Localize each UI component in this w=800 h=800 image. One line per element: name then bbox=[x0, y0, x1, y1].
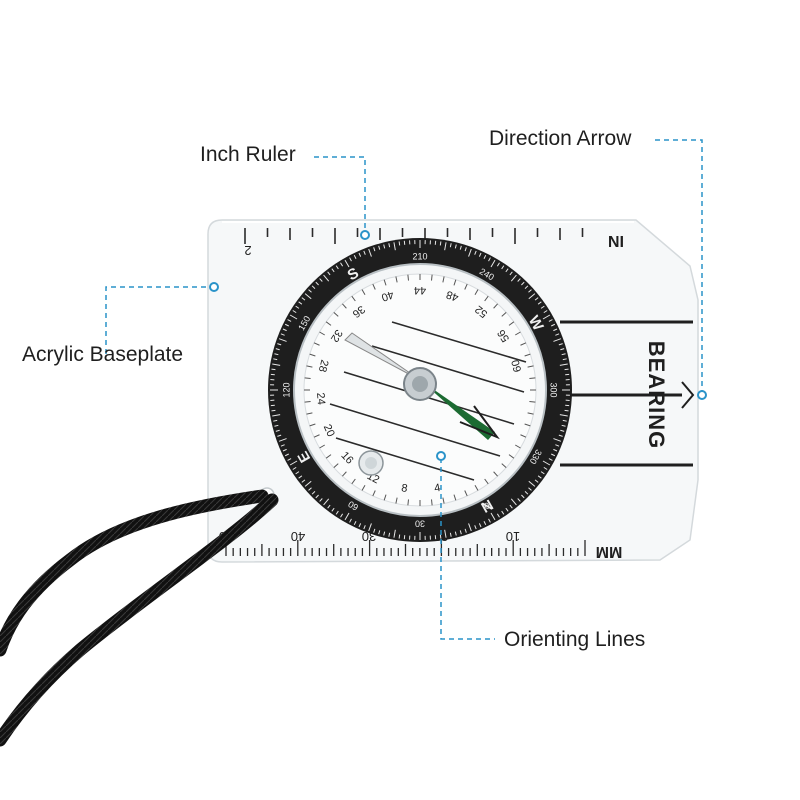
bezel-degree-label: 30 bbox=[415, 519, 425, 529]
capsule-ticks bbox=[304, 274, 536, 506]
romer-scale-label: 24 bbox=[314, 392, 327, 405]
inch-mark-label: 2 bbox=[244, 243, 251, 258]
romer-scale-label: 8 bbox=[400, 482, 408, 495]
romer-scale-label: 48 bbox=[445, 288, 460, 303]
romer-scale-label: 60 bbox=[510, 358, 525, 373]
acrylic-baseplate-label: Acrylic Baseplate bbox=[22, 343, 184, 366]
romer-scale-label: 36 bbox=[350, 303, 367, 320]
lanyard-cord bbox=[0, 489, 279, 747]
bearing-label: BEARING bbox=[644, 341, 669, 449]
callout-dots bbox=[209, 230, 707, 461]
romer-scale-label: 4 bbox=[433, 482, 441, 495]
bezel-degree-label: 0 bbox=[482, 500, 491, 511]
romer-scale-label: 52 bbox=[473, 303, 490, 320]
romer-scale-label: 32 bbox=[328, 327, 345, 344]
mm-ruler-ticks bbox=[225, 540, 586, 556]
romer-scale-label: 40 bbox=[380, 288, 395, 303]
callout-lines bbox=[105, 139, 703, 640]
direction-arrow-label: Direction Arrow bbox=[489, 127, 632, 150]
inch-ruler-ticks bbox=[244, 228, 584, 244]
romer-scale-label: 56 bbox=[495, 327, 512, 344]
bezel-degree-label: 300 bbox=[549, 382, 559, 397]
orienting-lines-label: Orienting Lines bbox=[504, 628, 646, 651]
mm-mark-label: 40 bbox=[291, 529, 305, 544]
bezel-degree-label: 60 bbox=[346, 499, 360, 513]
romer-scale-label: 28 bbox=[316, 358, 331, 373]
direction-arrow-icon bbox=[681, 381, 695, 409]
mm-unit-label: MM bbox=[596, 543, 623, 560]
bezel-degree-label: 120 bbox=[281, 382, 291, 397]
bezel-degree-ticks bbox=[270, 240, 570, 540]
romer-scale-label: 44 bbox=[414, 284, 426, 296]
needle-south bbox=[344, 332, 421, 381]
romer-scale-label: 20 bbox=[321, 423, 337, 439]
inch-ruler-label: Inch Ruler bbox=[200, 143, 296, 166]
bezel-degree-label: 210 bbox=[412, 251, 427, 261]
needle-north bbox=[420, 380, 495, 440]
mm-mark-label: 10 bbox=[506, 529, 520, 544]
inch-unit-label: IN bbox=[608, 232, 624, 249]
